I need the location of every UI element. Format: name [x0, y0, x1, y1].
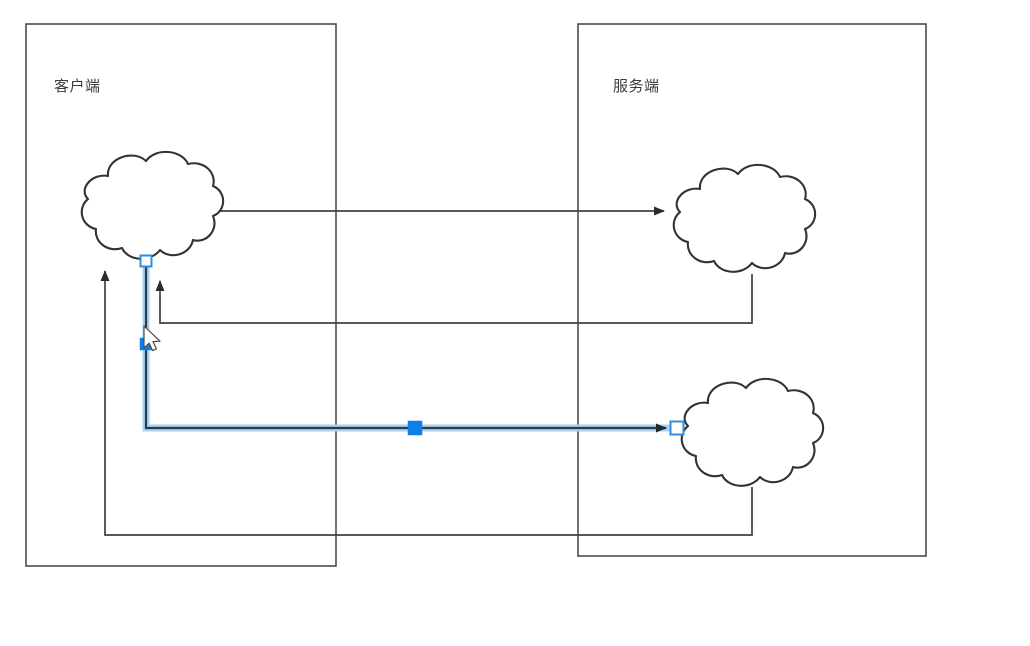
client-cloud[interactable]	[80, 150, 225, 260]
edge-target-handle[interactable]	[669, 420, 685, 436]
server-cloud-lower-shape[interactable]	[680, 377, 825, 487]
edge-client-to-server-lower[interactable]	[142, 261, 676, 433]
client-container-rect[interactable]	[25, 23, 337, 567]
server-cloud-lower[interactable]	[680, 377, 825, 487]
server-cloud-upper[interactable]	[672, 163, 817, 273]
cursor-arrow-icon	[143, 325, 161, 352]
edge-server-lower-to-client[interactable]	[100, 270, 753, 536]
client-cloud-shape[interactable]	[80, 150, 225, 260]
server-container-label: 服务端	[613, 78, 660, 95]
client-container[interactable]	[25, 23, 337, 567]
server-cloud-upper-shape[interactable]	[672, 163, 817, 273]
mouse-cursor	[143, 325, 161, 352]
client-container-label: 客户端	[54, 78, 101, 95]
edge-source-handle[interactable]	[139, 254, 153, 268]
edge-waypoint-handle-2[interactable]	[407, 420, 423, 436]
edge-server-upper-to-client[interactable]	[155, 274, 753, 324]
edge-selected-line[interactable]	[144, 261, 667, 433]
